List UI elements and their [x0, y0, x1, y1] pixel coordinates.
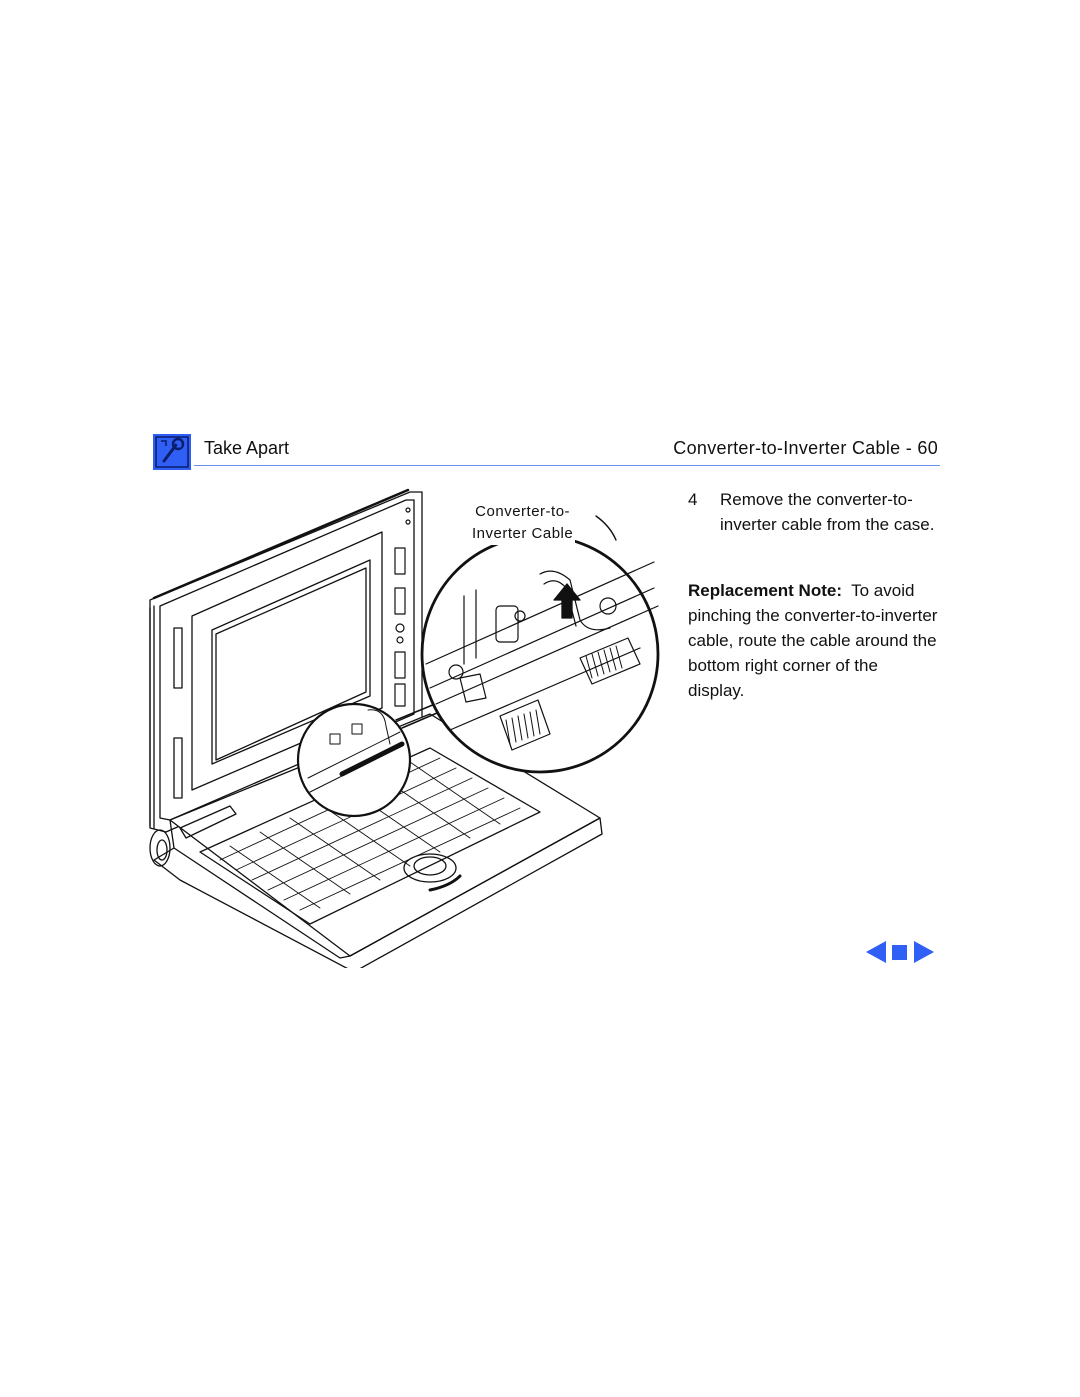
header-divider	[194, 465, 940, 466]
instruction-step: 4 Remove the converter-to-inverter cable…	[688, 487, 948, 537]
page-header: Take Apart Converter-to-Inverter Cable -…	[152, 432, 940, 472]
triangle-left-icon[interactable]	[866, 941, 886, 963]
triangle-right-icon[interactable]	[914, 941, 934, 963]
note-label: Replacement Note:	[688, 581, 842, 600]
step-text: Remove the converter-to-inverter cable f…	[720, 490, 935, 534]
section-title: Take Apart	[204, 438, 290, 458]
step-number: 4	[688, 490, 698, 509]
replacement-note: Replacement Note: To avoid pinching the …	[688, 578, 938, 703]
square-icon[interactable]	[892, 945, 907, 960]
page-navigation	[866, 940, 936, 966]
wrench-tool-icon	[153, 434, 191, 470]
page-title: Converter-to-Inverter Cable - 60	[673, 438, 938, 458]
callout-line-1: Converter-to-	[475, 503, 571, 520]
laptop-illustration	[149, 488, 660, 968]
callout-line-2: Inverter Cable	[472, 525, 574, 542]
note-text: To avoid pinching the converter-to-inver…	[688, 581, 938, 700]
callout-label: Converter-to- Inverter Cable	[470, 501, 576, 545]
